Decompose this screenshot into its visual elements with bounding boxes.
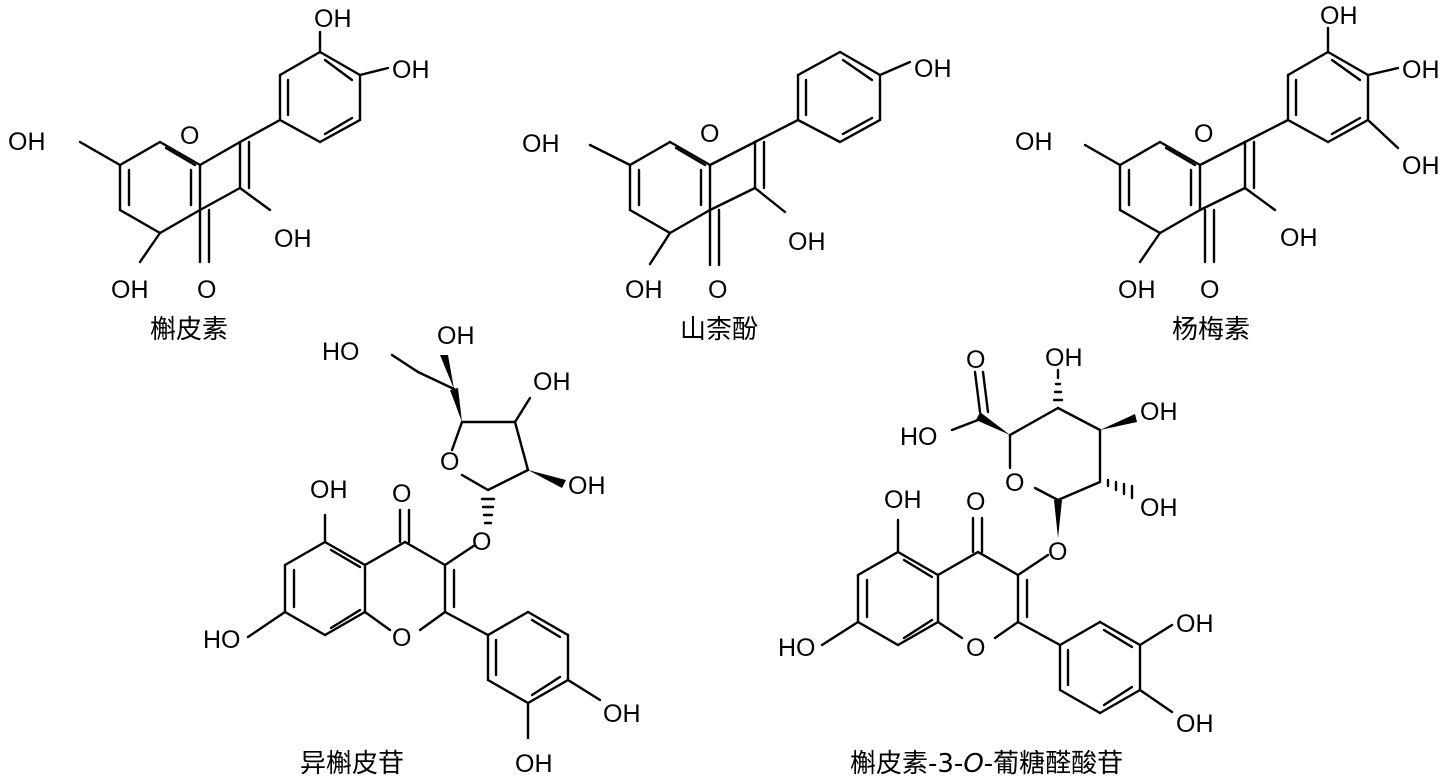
atom-o-carbonyl: O xyxy=(966,488,985,516)
caption-quercetin: 槲皮素 xyxy=(150,315,228,345)
atom-oh-7: OH xyxy=(522,130,560,158)
atom-o-sugar-ring: O xyxy=(440,448,459,476)
atom-o-glycosidic: O xyxy=(1048,538,1067,566)
structure-kaempferol: O OH OH O OH OH 山柰酚 xyxy=(522,50,952,345)
atom-oh-3p: OH xyxy=(1320,2,1358,30)
atom-o-ring: O xyxy=(180,122,199,150)
atom-o-carbonyl: O xyxy=(392,480,411,508)
atom-ho-acid: HO xyxy=(900,423,938,451)
caption-part-a: 槲皮素-3- xyxy=(850,749,963,779)
structure-quercetin-3-o-glucuronide: O O O O OH HO OH OH OH OH OH O HO 槲皮素-3-… xyxy=(778,344,1214,779)
atom-oh-5: OH xyxy=(625,276,663,304)
atom-oh-3: OH xyxy=(274,225,312,253)
atom-oh-5p: OH xyxy=(1402,152,1440,180)
caption-isoquercitrin: 异槲皮苷 xyxy=(300,749,404,779)
caption-kaempferol: 山柰酚 xyxy=(680,315,758,345)
atom-oh-5: OH xyxy=(1118,276,1156,304)
atom-o-carbonyl: O xyxy=(708,276,727,304)
atom-oh-sugar-3: OH xyxy=(1140,398,1178,426)
caption-part-b: -葡糖醛酸苷 xyxy=(984,749,1123,779)
atom-oh-sugar-2: OH xyxy=(568,472,606,500)
atom-ho-7: HO xyxy=(203,626,241,654)
atom-oh-3p: OH xyxy=(1176,610,1214,638)
atom-o-ring: O xyxy=(1194,120,1213,148)
caption-myricetin: 杨梅素 xyxy=(1172,315,1250,345)
atom-oh-5: OH xyxy=(111,276,149,304)
atom-o-sugar-ring: O xyxy=(1005,469,1024,497)
atom-oh-3: OH xyxy=(1280,224,1318,252)
atom-o-glycosidic: O xyxy=(472,528,491,556)
atom-oh-3: OH xyxy=(788,228,826,256)
atom-oh-5: OH xyxy=(310,476,348,504)
atom-oh-7: OH xyxy=(1015,128,1053,156)
atom-oh-4p: OH xyxy=(603,700,641,728)
atom-oh-4p: OH xyxy=(914,55,952,83)
structure-isoquercitrin: O O O O OH HO OH OH OH OH OH HO 异槲皮苷 xyxy=(203,322,641,779)
atom-o-carbonyl: O xyxy=(1200,276,1219,304)
atom-oh-3p: OH xyxy=(314,5,352,33)
atom-oh-sugar-2: OH xyxy=(1140,494,1178,522)
atom-o-ring: O xyxy=(966,634,985,662)
caption-part-o: O xyxy=(963,749,983,779)
atom-oh-sugar-4: OH xyxy=(1045,344,1083,372)
atom-oh-5: OH xyxy=(884,486,922,514)
structure-quercetin: O OH OH O OH OH OH 槲皮素 xyxy=(8,5,430,345)
structure-myricetin: O OH OH O OH OH OH OH 杨梅素 xyxy=(1015,2,1440,345)
atom-oh-sugar-3: OH xyxy=(533,368,571,396)
atom-o-ring: O xyxy=(700,120,719,148)
atom-oh-7: OH xyxy=(8,128,46,156)
atom-oh-sugar-5: OH xyxy=(437,322,475,350)
caption-quercetin-3-o-glucuronide: 槲皮素-3-O-葡糖醛酸苷 xyxy=(850,749,1123,779)
atom-ho-7: HO xyxy=(778,634,816,662)
atom-oh-4p: OH xyxy=(1402,56,1440,84)
atom-o-ring: O xyxy=(392,624,411,652)
atom-oh-4p: OH xyxy=(392,56,430,84)
atom-oh-4p: OH xyxy=(1176,710,1214,738)
atom-ho-sugar-6: HO xyxy=(322,338,360,366)
atom-o-carbonyl: O xyxy=(197,276,216,304)
atom-oh-3p: OH xyxy=(515,750,553,778)
atom-o-acid-carbonyl: O xyxy=(966,346,985,374)
